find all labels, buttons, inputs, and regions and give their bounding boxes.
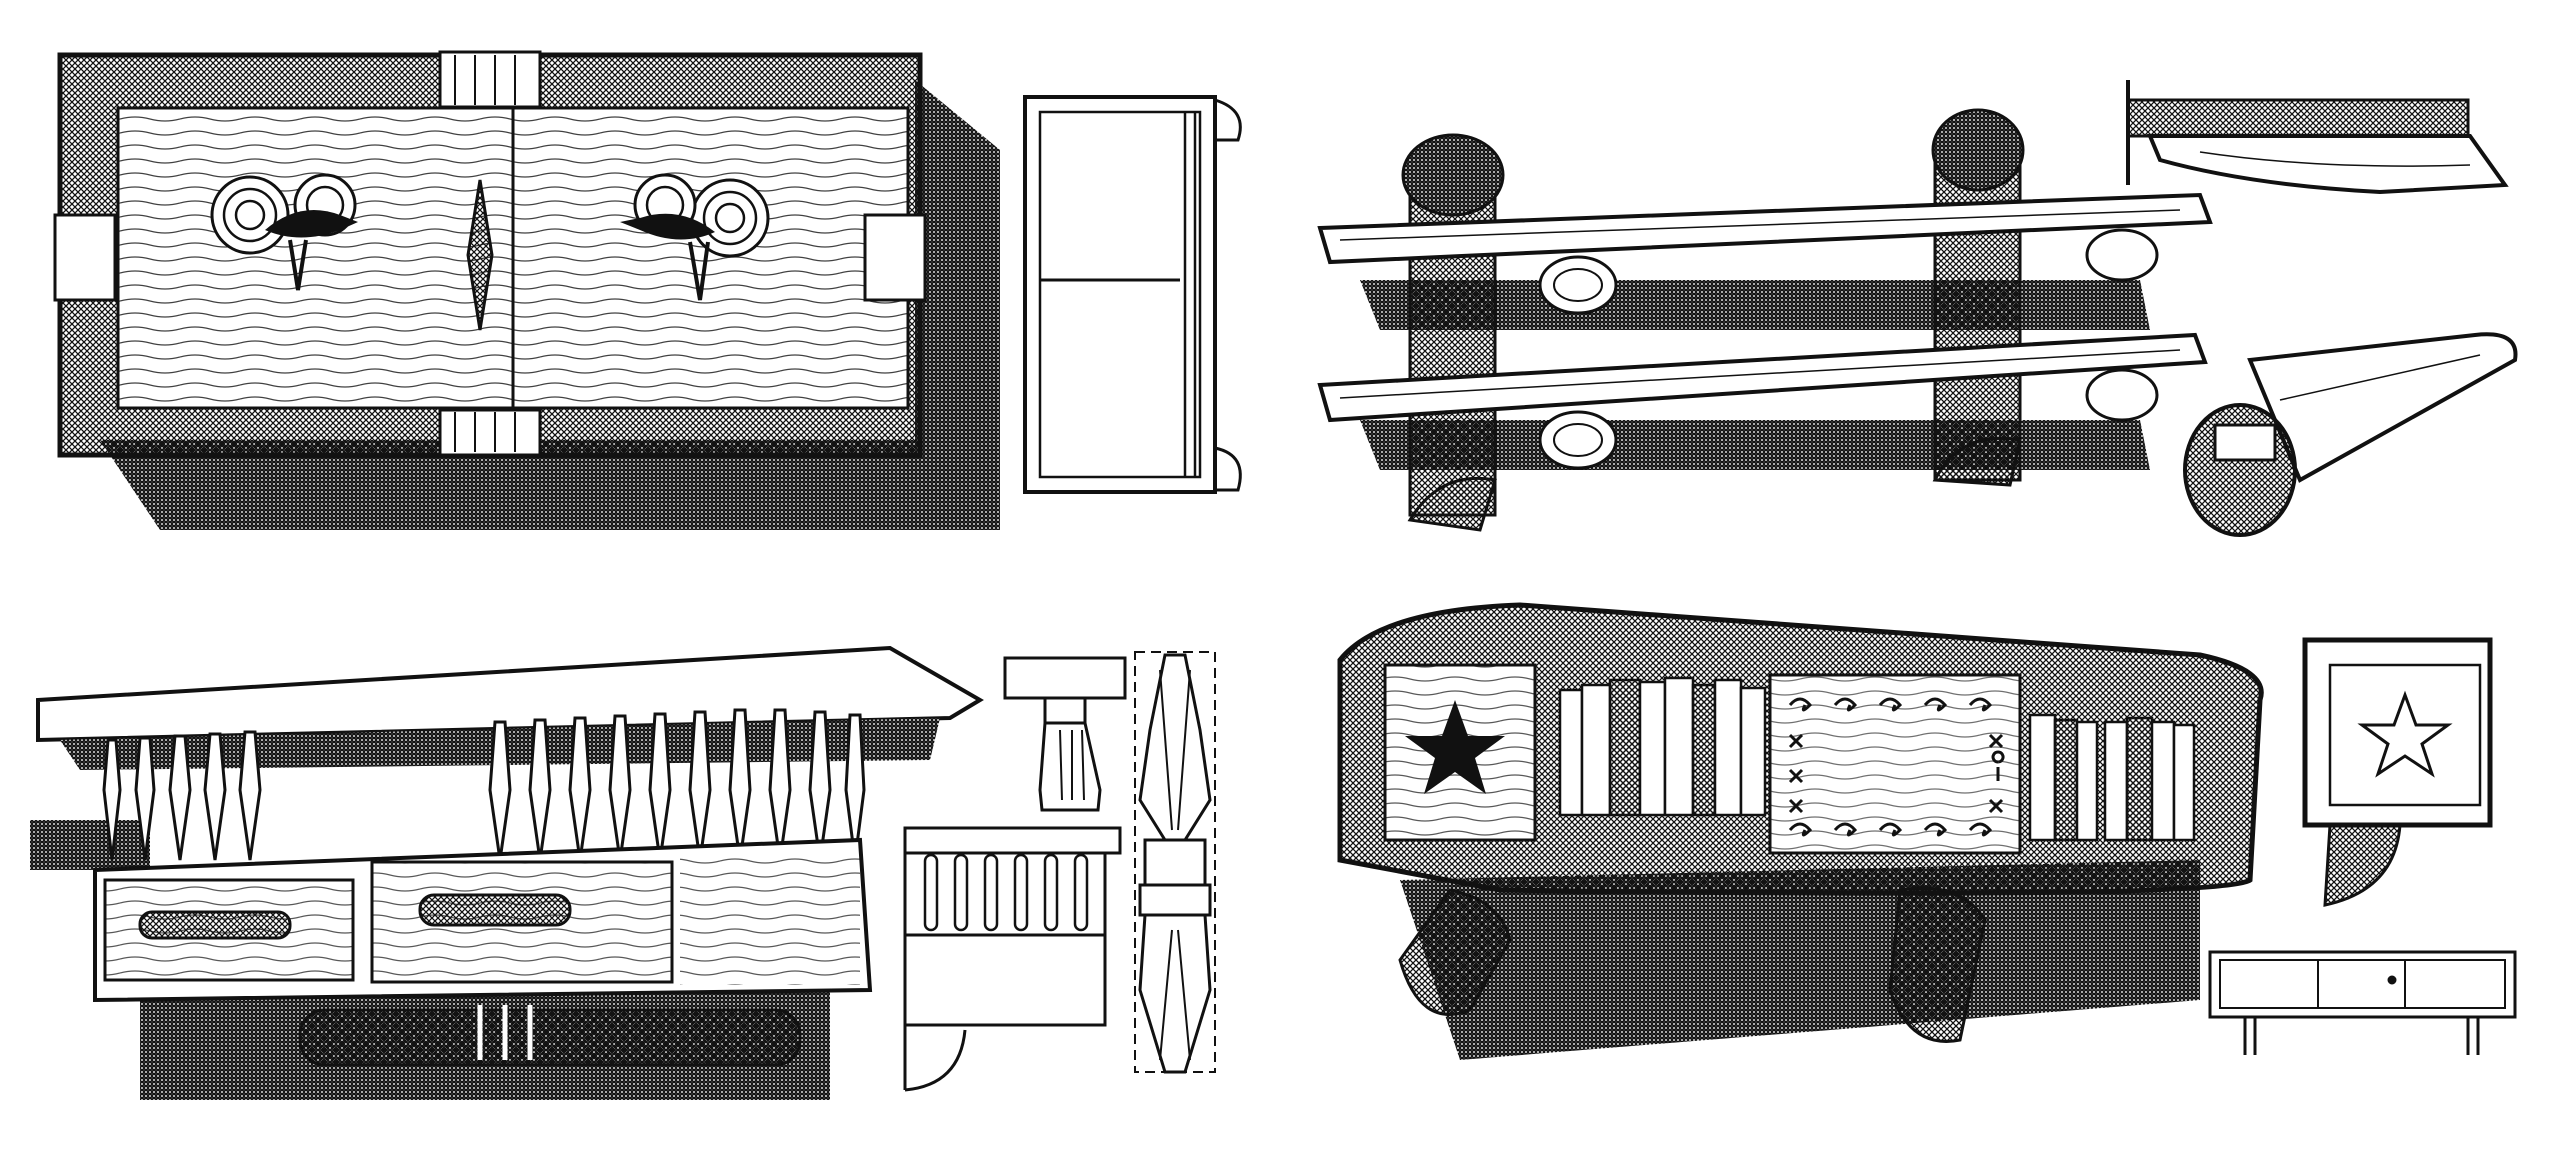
star-panel-detail: [2302, 637, 2493, 907]
book-row-right: [2028, 713, 2196, 842]
wall-cabinet-side-profile: [1023, 95, 1242, 494]
spindle-shelf-side-profile: [903, 826, 1122, 1092]
log-bracket-detail: [2183, 332, 2518, 537]
spiral-carving: [1788, 697, 2004, 837]
spindle-long-detail: [1134, 651, 1216, 1074]
wall-cabinet-bird-doors: [53, 50, 1000, 530]
book-row-left: [1558, 676, 1767, 817]
bird-carving-right: [620, 173, 770, 301]
shelf-bracket-side-profile: [2126, 80, 2509, 195]
spindle-top-detail: [1003, 656, 1127, 812]
log-shelf-two-tier: [1317, 108, 2213, 532]
spindle-shelf-with-drawers: [30, 645, 984, 1100]
bookshelf-carved-panel: [1337, 602, 2264, 1060]
spindle-row: [102, 708, 866, 861]
bookshelf-front-elevation: [2208, 950, 2517, 1055]
bird-carving-left: [210, 173, 358, 291]
